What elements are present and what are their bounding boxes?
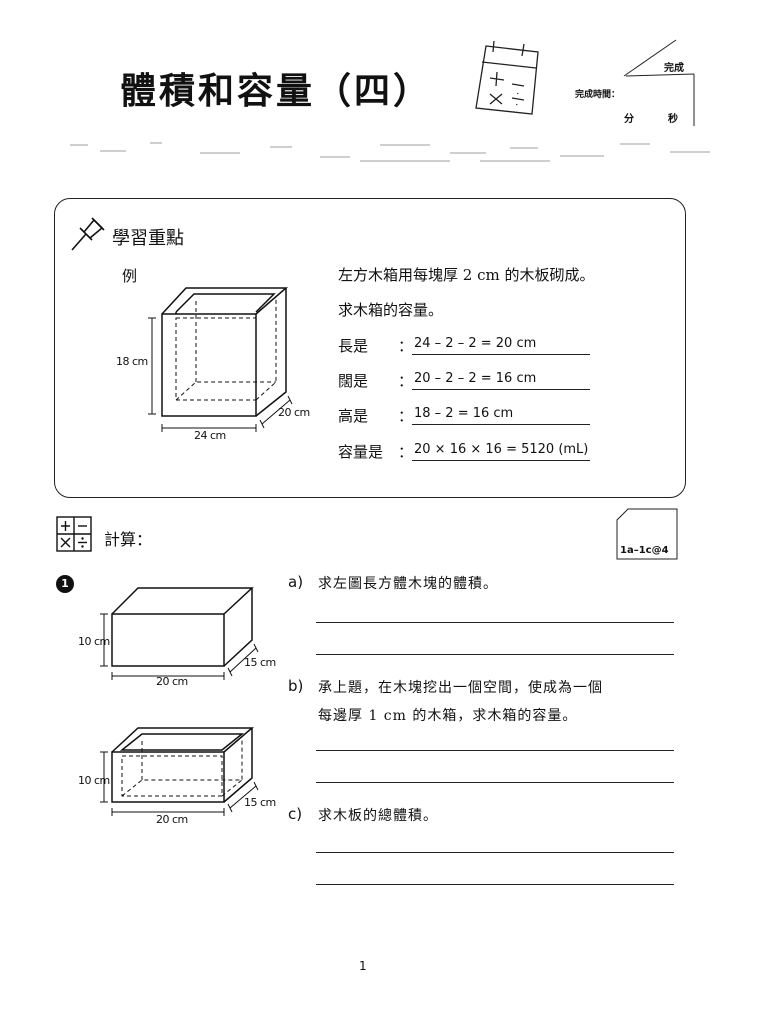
solid-block-diagram [100,587,259,680]
exercise-code: 1a–1c@4 [620,545,669,556]
example-intro-line-1: 左方木箱用每塊厚 2 cm 的木板砌成。 [338,266,595,284]
part-a-letter: a) [288,573,304,591]
part-b-answer-line-1[interactable] [316,750,674,751]
code-tag-frame [616,508,678,560]
page-title: 體積和容量（四） [120,71,433,112]
block-width-label: 20 cm [156,675,188,688]
arithmetic-icon [56,516,92,552]
calendar-icon [475,40,539,115]
part-b-letter: b) [288,677,304,695]
completion-frame [623,39,695,126]
example-width-label: 24 cm [194,429,226,442]
calculation-label: 計算： [104,530,153,549]
step-width-label: 闊是 [338,372,369,390]
step-capacity-colon: ： [398,443,414,461]
example-label: 例 [122,267,138,285]
open-box-diagram [100,727,259,816]
part-b-answer-line-2[interactable] [316,782,674,783]
example-height-label: 18 cm [116,355,148,368]
block-depth-label: 15 cm [244,656,276,669]
part-c-answer-line-1[interactable] [316,852,674,853]
learning-focus-panel [54,198,686,498]
step-height-label: 高是 [338,407,369,425]
example-intro-line-2: 求木箱的容量。 [338,301,444,319]
part-c-letter: c) [288,805,303,823]
step-length-value: 24 – 2 – 2 = 20 cm [412,334,590,355]
part-b-text-line-2: 每邊厚 1 cm 的木箱，求木箱的容量。 [318,708,578,724]
step-length-colon: ： [398,337,414,355]
part-a-answer-line-1[interactable] [316,622,674,623]
box-width-label: 20 cm [156,813,188,826]
step-capacity-value: 20 × 16 × 16 = 5120 (mL) [412,440,590,461]
example-depth-label: 20 cm [278,406,310,419]
part-a-text: 求左圖長方體木塊的體積。 [318,576,498,592]
pushpin-icon [71,217,105,251]
part-a-answer-line-2[interactable] [316,654,674,655]
example-box-diagram [148,287,293,432]
scan-noise [70,142,710,162]
seconds-label: 秒 [668,114,678,125]
part-c-answer-line-2[interactable] [316,884,674,885]
page-number: 1 [359,959,367,973]
step-width-colon: ： [398,372,414,390]
step-width-value: 20 – 2 – 2 = 16 cm [412,369,590,390]
box-height-label: 10 cm [78,774,110,787]
block-height-label: 10 cm [78,635,110,648]
box-depth-label: 15 cm [244,796,276,809]
completion-time-label: 完成時間： [575,90,621,100]
part-b-text-line-1: 承上題，在木塊挖出一個空間，使成為一個 [318,680,603,696]
done-label: 完成 [664,63,684,74]
step-height-colon: ： [398,407,414,425]
question-number-badge: 1 [56,575,74,593]
learning-focus-title: 學習重點 [112,228,184,249]
part-c-text: 求木板的總體積。 [318,808,438,824]
step-capacity-label: 容量是 [338,443,384,461]
step-height-value: 18 – 2 = 16 cm [412,404,590,425]
step-length-label: 長是 [338,337,369,355]
minutes-label: 分 [624,114,634,125]
